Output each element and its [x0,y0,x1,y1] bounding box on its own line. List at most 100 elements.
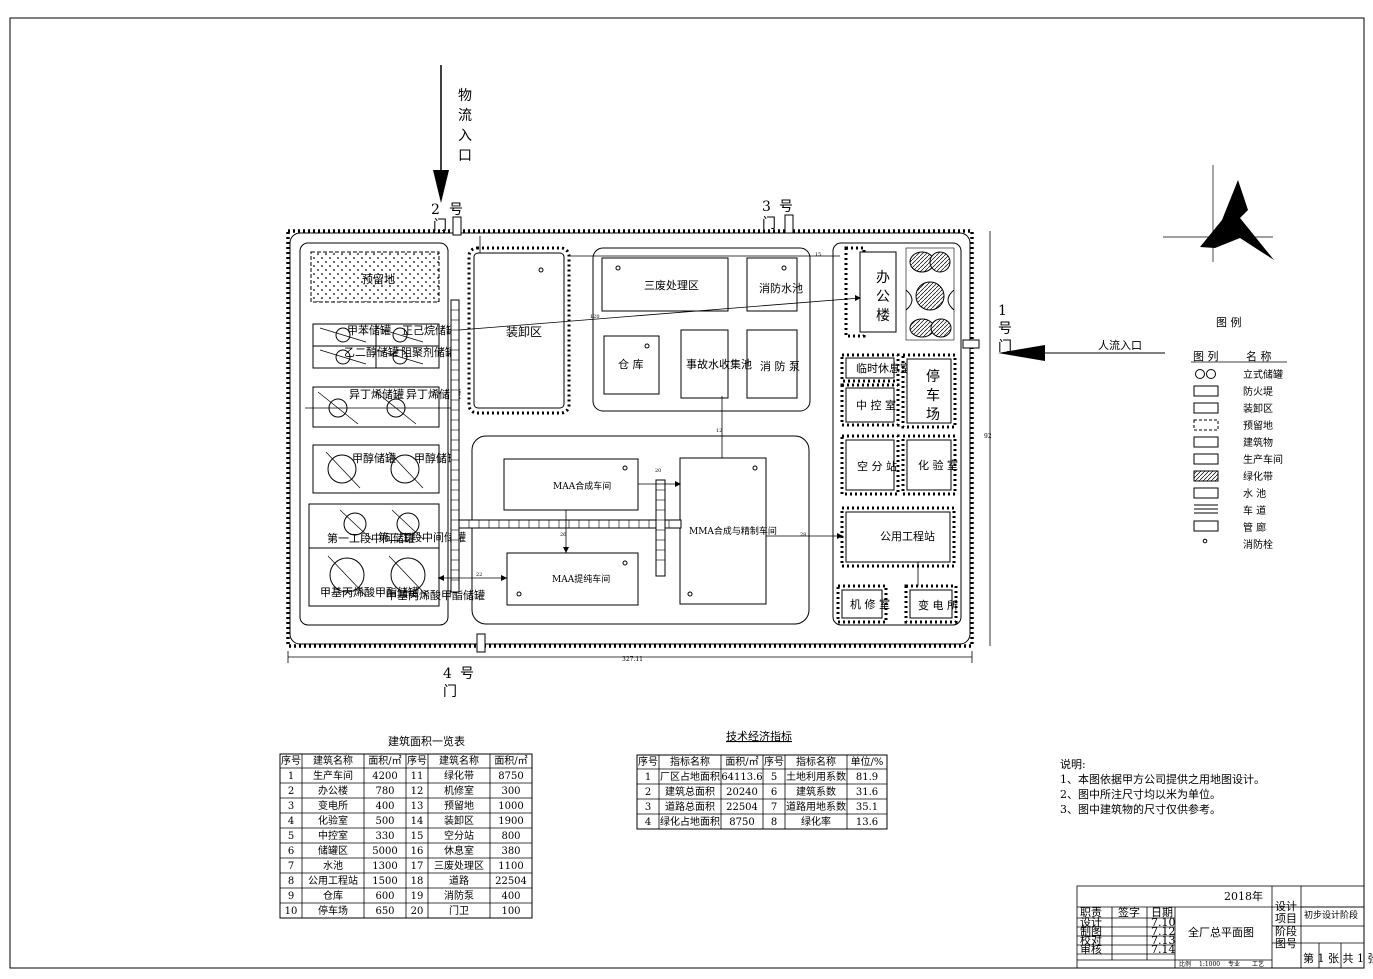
repair-label: 机 修 室 [850,597,890,611]
svg-text:号: 号 [779,199,793,215]
table-cell: 7 [288,861,294,872]
table-cell: 17 [411,861,424,872]
tb-sheet: 第 1 张 共 1 张 [1303,951,1373,965]
table-cell: 建筑系数 [796,785,836,798]
flow-lines [305,236,861,579]
svg-text:消防栓: 消防栓 [1243,538,1273,551]
isobutylene-tank-b-label: 异丁烯储罐 [406,387,461,401]
loading-area-fence [467,246,571,415]
table-cell: 绿化率 [801,815,831,828]
table-header-cell: 序号 [281,754,301,767]
people-entrance-label: 人流入口 [1098,338,1142,352]
table-cell: 1900 [498,816,523,827]
svg-text:门: 门 [762,216,776,232]
table-cell: 化验室 [318,814,348,827]
svg-text:7.10: 7.10 [1151,916,1176,929]
table-cell: 35.1 [856,802,878,813]
svg-text:号: 号 [460,666,474,682]
hexane-tank-label: 正己烷储罐 [402,323,457,337]
tb-drawing-no: 图号 [1275,937,1297,950]
table-cell: 预留地 [444,799,474,812]
drawing-title: 全厂总平面图 [1188,925,1254,939]
area-table-title: 建筑面积一览表 [388,734,465,748]
svg-text:校对: 校对 [1080,933,1102,947]
svg-text:车: 车 [926,387,940,404]
plant-fence [286,229,974,648]
table-cell: 11 [411,771,424,782]
table-cell: 装卸区 [444,814,474,827]
table-cell: 500 [375,816,394,827]
legend-title: 图 例 [1216,315,1242,329]
table-header-cell: 序号 [638,755,658,768]
svg-text:流: 流 [458,108,472,124]
waste-treatment-area [601,257,729,312]
svg-text:预留地: 预留地 [1243,419,1273,432]
table-cell: 厂区占地面积 [660,770,720,783]
svg-text:比例: 比例 [1179,960,1191,968]
svg-text:审核: 审核 [1080,942,1102,956]
legend-col-name: 名 称 [1246,349,1272,363]
svg-text:7.13: 7.13 [1151,934,1176,947]
parking-c1: 停 [926,368,940,385]
svg-text:工艺: 工艺 [1252,960,1264,968]
table-header-cell: 指标名称 [670,755,710,768]
table-cell: 道路总面积 [665,800,715,813]
office-garden [905,247,955,341]
ethylene-glycol-tank-label: 乙二醇储罐 [344,345,399,359]
production-zone [471,435,810,625]
mma-tank-b-label: 甲基丙烯酸甲酯储罐 [386,588,485,602]
svg-text:1:1000: 1:1000 [1199,961,1220,968]
table-cell: 1300 [372,861,397,872]
loading-area-label: 装卸区 [506,324,542,339]
warehouse-label: 仓 库 [618,357,644,371]
note-1: 1、本图依据甲方公司提供之用地图设计。 [1060,772,1265,786]
tb-date: 日期 [1151,906,1173,919]
dike-4 [312,444,440,494]
office-c1: 办 [876,270,890,286]
svg-text:场: 场 [926,407,940,423]
table-header-cell: 面积/㎡ [725,756,758,768]
substation [909,589,953,619]
table-cell: 5000 [372,846,397,857]
utility-zone [592,247,811,412]
table-cell: 650 [375,906,394,917]
table-cell: 600 [375,891,394,902]
table-cell: 400 [501,891,520,902]
table-header-cell: 面积/㎡ [494,755,527,767]
lab-label: 化 验 室 [918,458,958,472]
table-header-cell: 面积/㎡ [368,755,401,767]
fire-water-pool [746,257,798,312]
maa-purify-workshop [506,552,639,606]
title-block [1076,885,1365,969]
svg-text:28: 28 [800,532,806,538]
table-cell: 水池 [323,859,343,872]
tech-table-title: 技术经济指标 [726,729,792,743]
table-cell: 10 [285,906,298,917]
table-cell: 变电所 [318,799,348,812]
table-cell: 81.9 [856,772,878,783]
table-cell: 9 [288,891,294,902]
table-cell: 13.6 [856,817,878,828]
svg-text:装卸区: 装卸区 [1243,402,1273,415]
table-cell: 8 [288,876,294,887]
parking-lot [906,358,952,424]
svg-text:号: 号 [449,202,463,218]
table-cell: 中控室 [318,829,348,842]
svg-text:3: 3 [762,199,771,215]
tb-stage-value: 初步设计阶段 [1304,909,1358,921]
table-cell: 绿化占地面积 [660,815,720,828]
dike-6 [308,547,440,607]
note-3: 3、图中建筑物的尺寸仅供参考。 [1060,802,1221,816]
table-cell: 780 [375,786,394,797]
table-cell: 380 [501,846,520,857]
control-room-label: 中 控 室 [856,398,896,412]
legend-col-symbol: 图 列 [1193,349,1219,363]
tank-farm-zone [299,242,449,626]
table-cell: 8750 [729,817,754,828]
svg-text:生产车间: 生产车间 [1243,453,1283,466]
table-cell: 16 [411,846,424,857]
tb-project: 项目 [1275,912,1297,925]
table-cell: 6 [771,787,777,798]
svg-text:门: 门 [443,684,457,700]
